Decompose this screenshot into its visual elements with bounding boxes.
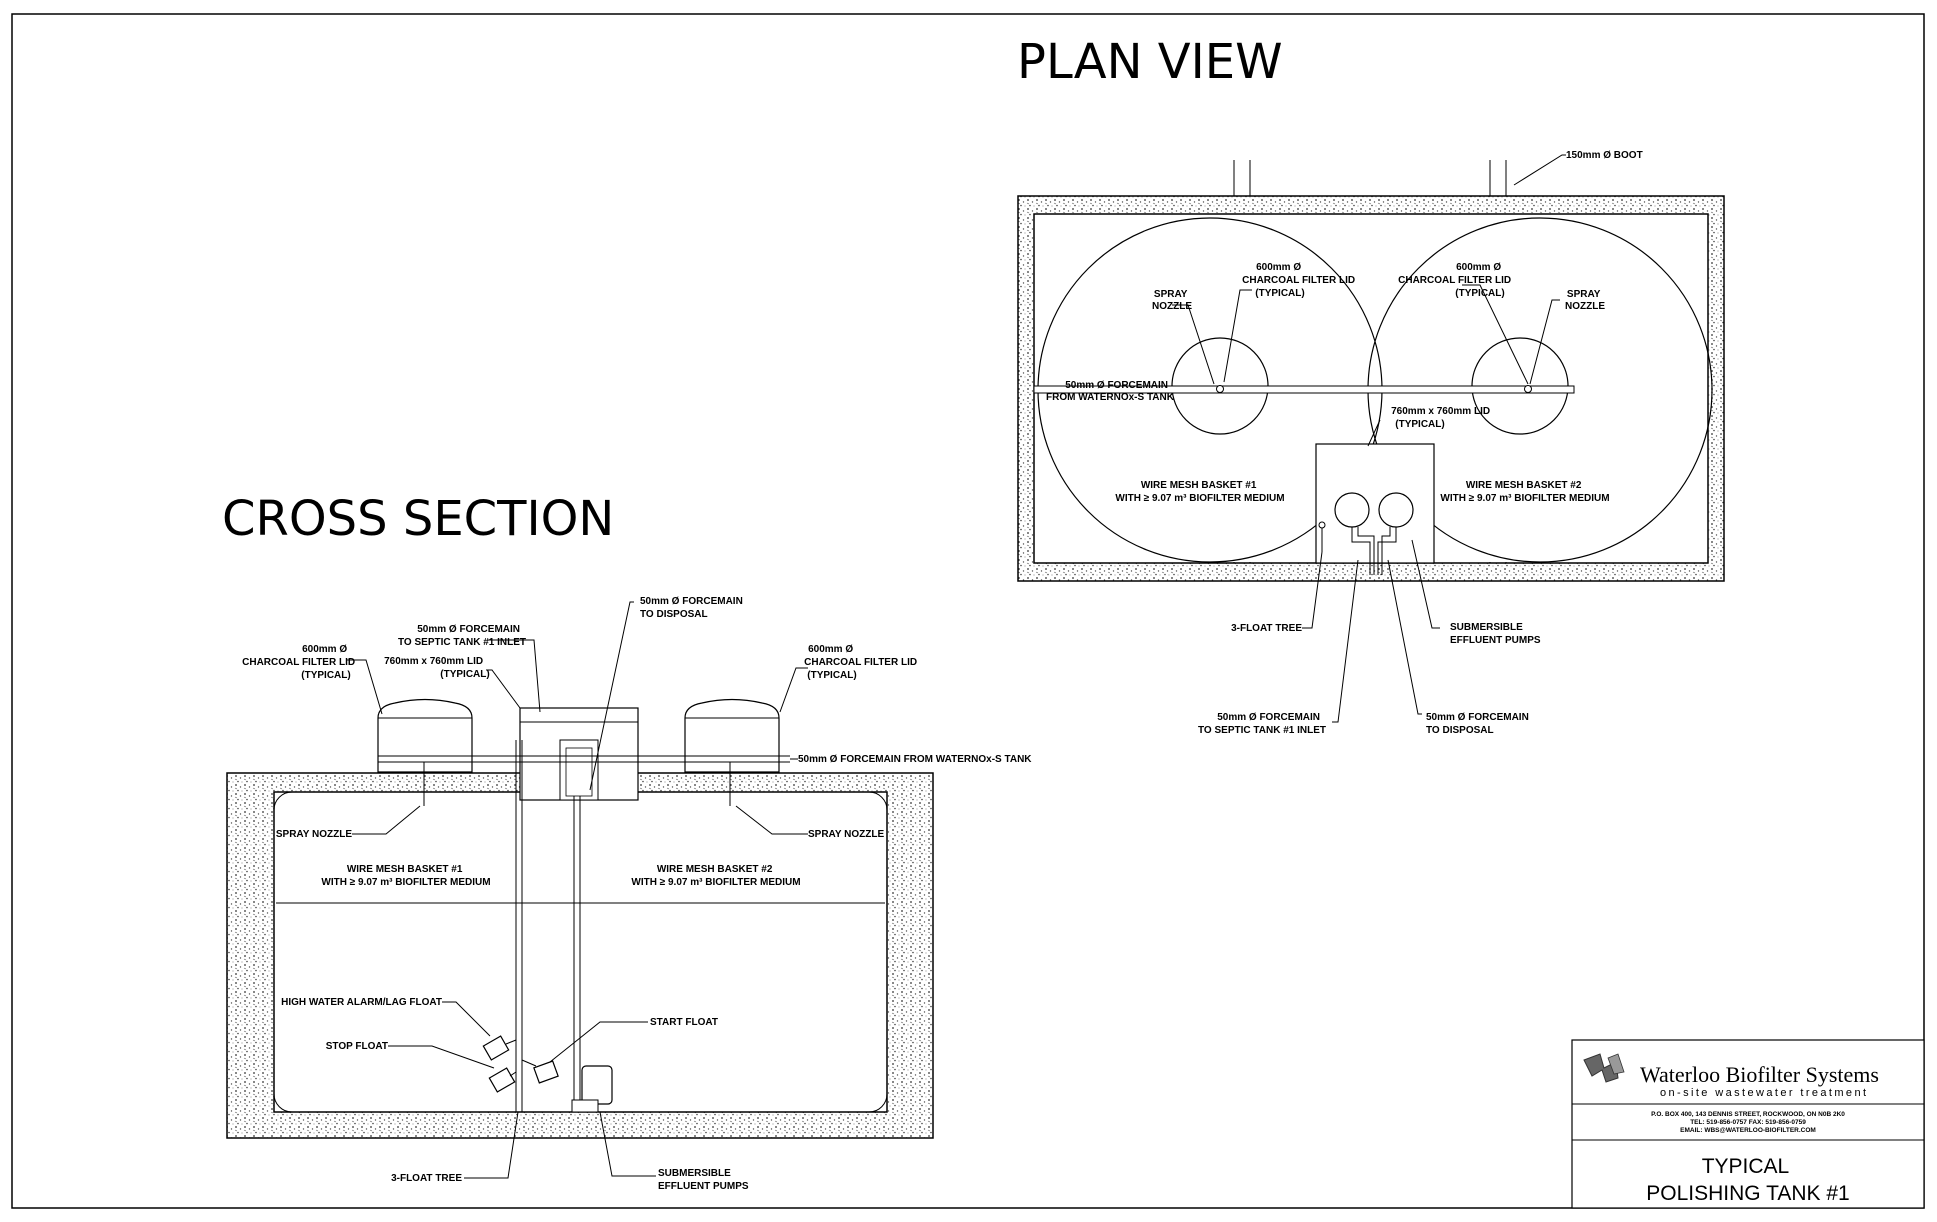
plan-forcemain-disposal-label: 50mm Ø FORCEMAIN TO DISPOSAL [1426,712,1532,736]
section-lid-right [684,698,780,773]
section-pumps-label: SUBMERSIBLE EFFLUENT PUMPS [658,1168,749,1192]
plan-spray-nozzle-1 [1216,385,1224,393]
section-forcemain-septic-label: 50mm Ø FORCEMAIN TO SEPTIC TANK #1 INLET [398,624,526,648]
title-block: Waterloo Biofilter Systems on-site waste… [1571,1039,1925,1209]
plan-forcemain-pipe [1033,385,1575,394]
section-spray-right-label: SPRAY NOZZLE [808,829,884,840]
section-high-water-float [482,1035,510,1061]
plan-basket-1-label: WIRE MESH BASKET #1 WITH ≥ 9.07 m³ BIOFI… [1115,480,1284,504]
company-name: Waterloo Biofilter Systems [1640,1062,1879,1087]
section-float-tree-label: 3-FLOAT TREE [391,1173,462,1184]
plan-lid-2-label: 600mm Ø CHARCOAL FILTER LID (TYPICAL) [1398,262,1514,299]
section-start-float-label: START FLOAT [650,1017,718,1028]
plan-pumps-label: SUBMERSIBLE EFFLUENT PUMPS [1450,622,1541,646]
section-basket-2-label: WIRE MESH BASKET #2 WITH ≥ 9.07 m³ BIOFI… [631,864,800,888]
plan-forcemain-septic-label: 50mm Ø FORCEMAIN TO SEPTIC TANK #1 INLET [1198,712,1326,736]
section-forcemain-disposal-label: 50mm Ø FORCEMAIN TO DISPOSAL [640,596,746,620]
cross-section-title: CROSS SECTION [222,491,614,547]
plan-forcemain-in-label: 50mm Ø FORCEMAIN FROM WATERNOx-S TANK [1046,380,1175,403]
plan-float-tree [1318,521,1326,529]
plan-boot-label: 150mm Ø BOOT [1566,150,1643,161]
company-address: P.O. BOX 400, 143 DENNIS STREET, ROCKWOO… [1651,1111,1845,1118]
company-email: EMAIL: WBS@WATERLOO-BIOFILTER.COM [1680,1127,1816,1134]
section-stop-float-label: STOP FLOAT [326,1041,388,1052]
plan-float-tree-label: 3-FLOAT TREE [1231,623,1302,634]
cross-section: 50mm Ø FORCEMAIN TO DISPOSAL 50mm Ø FORC… [226,596,1032,1192]
company-phone: TEL: 519-856-0757 FAX: 519-856-0759 [1690,1119,1806,1126]
plan-access-lid-label: 760mm x 760mm LID (TYPICAL) [1391,406,1493,430]
drawing-title: TYPICAL POLISHING TANK #1 [1646,1155,1849,1205]
plan-spray-nozzle-2-label: SPRAY NOZZLE [1565,289,1605,312]
section-access-lid-label: 760mm x 760mm LID (TYPICAL) [384,656,490,680]
company-logo-icon [1583,1053,1625,1083]
section-forcemain-in-label: 50mm Ø FORCEMAIN FROM WATERNOx-S TANK [798,754,1032,765]
plan-access-lid [1315,443,1435,564]
plan-spray-nozzle-2 [1524,385,1532,393]
section-lid-right-label: 600mm Ø CHARCOAL FILTER LID (TYPICAL) [804,644,920,681]
section-spray-left-label: SPRAY NOZZLE [276,829,352,840]
company-tagline: on-site wastewater treatment [1660,1087,1868,1099]
plan-view: 150mm Ø BOOT SPRAY NOZZLE 600mm Ø CHARCO… [1017,150,1725,736]
section-basket-1-label: WIRE MESH BASKET #1 WITH ≥ 9.07 m³ BIOFI… [321,864,490,888]
sheet-border [11,13,1925,1209]
section-lid-left-label: 600mm Ø CHARCOAL FILTER LID (TYPICAL) [242,644,358,681]
plan-tank-wall [1017,195,1725,582]
section-start-float [533,1060,559,1084]
section-stop-float [488,1067,516,1093]
section-pump-1 [581,1065,613,1105]
plan-spray-nozzle-1-label: SPRAY NOZZLE [1152,289,1192,312]
plan-basket-2-label: WIRE MESH BASKET #2 WITH ≥ 9.07 m³ BIOFI… [1440,480,1609,504]
section-high-water-label: HIGH WATER ALARM/LAG FLOAT [281,997,442,1008]
plan-lid-1-label: 600mm Ø CHARCOAL FILTER LID (TYPICAL) [1242,262,1358,299]
section-lid-left [377,698,473,773]
plan-view-title: PLAN VIEW [1017,34,1283,90]
